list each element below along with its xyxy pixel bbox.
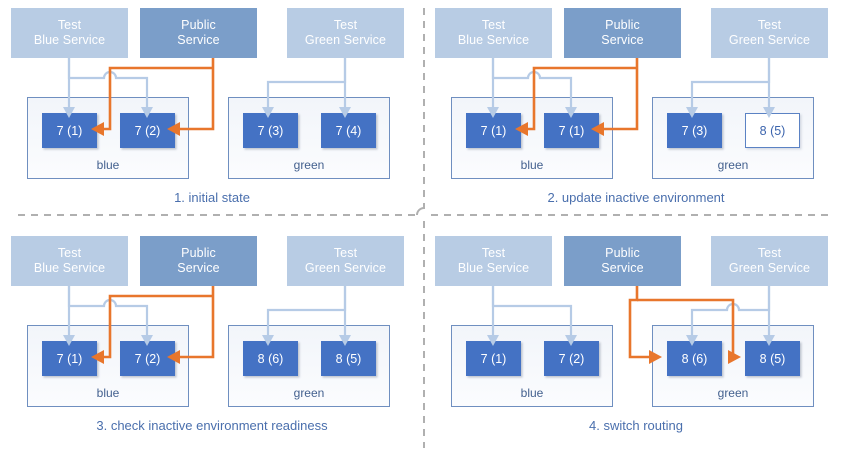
instance-green-left: 8 (6) <box>667 341 722 376</box>
service-test-green: Test Green Service <box>711 8 828 58</box>
wire-public-to-blue-right <box>180 58 215 131</box>
service-label-line1: Public <box>181 18 216 32</box>
connector-layer <box>63 286 351 364</box>
panel-initial-state: Test Blue Service Public Service Test Gr… <box>0 0 424 228</box>
panel-caption: 3. check inactive environment readiness <box>96 418 328 433</box>
instance-green-right: 7 (4) <box>321 113 376 148</box>
instance-green-right: 8 (5) <box>745 341 800 376</box>
instance-green-right: 8 (5) <box>745 113 800 148</box>
service-label-line1: Public <box>605 246 640 260</box>
service-label-line2: Blue Service <box>457 33 530 47</box>
service-public: Public Service <box>140 8 257 58</box>
service-public: Public Service <box>564 8 681 58</box>
service-public: Public Service <box>564 236 681 286</box>
panel-caption: 2. update inactive environment <box>547 190 725 205</box>
environment-label: green <box>717 158 749 172</box>
service-label-line2: Service <box>177 33 220 47</box>
panel-check-readiness: Test Blue Service Public Service Test Gr… <box>0 228 424 456</box>
service-label-line1: Public <box>181 246 216 260</box>
service-label-line1: Test <box>333 18 358 32</box>
service-label-line2: Blue Service <box>457 261 530 275</box>
service-label-line1: Test <box>757 246 782 260</box>
wire-test-green-to-green-left <box>266 286 347 335</box>
wire-public-to-blue-right <box>180 286 215 359</box>
service-test-green: Test Green Service <box>287 236 404 286</box>
service-test-green: Test Green Service <box>287 8 404 58</box>
service-label-line1: Test <box>481 246 506 260</box>
service-label-line2: Blue Service <box>33 261 106 275</box>
service-label-line1: Test <box>757 18 782 32</box>
service-test-green: Test Green Service <box>711 236 828 286</box>
wire-public-to-blue-left <box>104 294 213 359</box>
service-label-line1: Test <box>57 18 82 32</box>
panel-switch-routing: Test Blue Service Public Service Test Gr… <box>424 228 848 456</box>
wire-public-to-green-left <box>628 286 649 359</box>
service-label-line1: Test <box>481 18 506 32</box>
instance-blue-right: 7 (2) <box>120 113 175 148</box>
environment-label: blue <box>520 386 544 400</box>
instance-green-left: 7 (3) <box>667 113 722 148</box>
instance-green-left: 8 (6) <box>243 341 298 376</box>
wire-public-to-blue-left <box>104 66 213 131</box>
panel-caption: 4. switch routing <box>589 418 683 433</box>
instance-blue-right: 7 (2) <box>544 341 599 376</box>
service-label-line1: Test <box>333 246 358 260</box>
divider-hop-arc <box>416 207 425 216</box>
instance-green-right: 8 (5) <box>321 341 376 376</box>
wire-test-blue-to-blue-right <box>491 286 573 335</box>
environment-label: green <box>293 386 325 400</box>
service-public: Public Service <box>140 236 257 286</box>
service-label-line2: Green Service <box>304 261 387 275</box>
environment-label: blue <box>520 158 544 172</box>
service-label-line2: Service <box>601 261 644 275</box>
connector-layer <box>63 58 351 136</box>
panel-update-inactive: Test Blue Service Public Service Test Gr… <box>424 0 848 228</box>
service-label-line1: Test <box>57 246 82 260</box>
service-label-line2: Service <box>177 261 220 275</box>
service-label-line2: Blue Service <box>33 33 106 47</box>
environment-label: green <box>717 386 749 400</box>
instance-blue-left: 7 (1) <box>466 341 521 376</box>
service-label-line1: Public <box>605 18 640 32</box>
wire-test-green-to-green-left <box>690 58 771 107</box>
instance-blue-left: 7 (1) <box>42 113 97 148</box>
service-label-line2: Green Service <box>728 261 811 275</box>
service-test-blue: Test Blue Service <box>435 8 552 58</box>
environment-label: blue <box>96 386 120 400</box>
wire-public-to-blue-right <box>604 58 639 131</box>
service-test-blue: Test Blue Service <box>11 8 128 58</box>
panel-caption: 1. initial state <box>174 190 250 205</box>
service-test-blue: Test Blue Service <box>11 236 128 286</box>
environment-label: green <box>293 158 325 172</box>
environment-label: blue <box>96 158 120 172</box>
service-label-line2: Service <box>601 33 644 47</box>
instance-green-left: 7 (3) <box>243 113 298 148</box>
connector-layer <box>487 58 775 136</box>
wire-public-to-blue-left <box>528 66 637 131</box>
service-label-line2: Green Service <box>304 33 387 47</box>
connector-layer <box>487 286 775 364</box>
instance-blue-left: 7 (1) <box>42 341 97 376</box>
service-test-blue: Test Blue Service <box>435 236 552 286</box>
wire-test-green-to-green-left <box>266 58 347 107</box>
service-label-line2: Green Service <box>728 33 811 47</box>
